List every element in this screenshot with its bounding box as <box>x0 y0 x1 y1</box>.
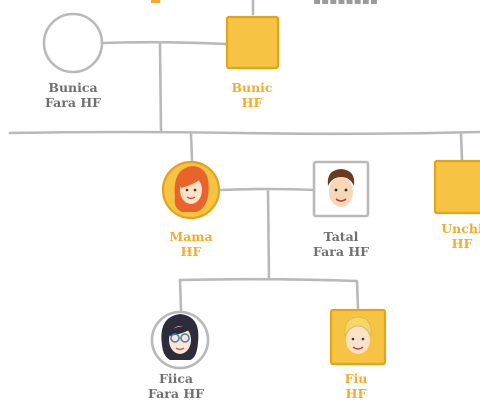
bunic-name: Bunic <box>231 80 273 95</box>
unchi-drop-line <box>459 131 464 162</box>
mama-status: HF <box>180 244 202 259</box>
mama-drop-line <box>189 131 194 162</box>
fiica-status: Fara HF <box>147 386 205 401</box>
bunica-label: Bunica Fara HF <box>45 80 101 110</box>
girl-glasses-icon <box>161 314 199 360</box>
unchi-label: Unchi HF <box>441 221 480 251</box>
cropped-top-text-right: ▪▪▪▪▪▪▪▪ ▪▪▪ <box>313 0 379 8</box>
connector-lines <box>8 0 480 312</box>
fiica-symbol <box>150 310 210 370</box>
mama-symbol <box>161 160 221 220</box>
unchi-status: HF <box>451 236 473 251</box>
tatal-symbol <box>312 160 370 218</box>
fiu-name: Fiu <box>344 371 368 386</box>
generation-bar-line <box>8 130 480 136</box>
man-brown-hair-icon <box>327 169 355 207</box>
fiu-status: HF <box>345 386 367 401</box>
mama-label: Mama HF <box>169 229 212 259</box>
tatal-status: Fara HF <box>312 244 370 259</box>
unchi-name: Unchi <box>441 221 480 236</box>
grandparents-couple-line <box>102 40 228 46</box>
tatal-label: Tatal Fara HF <box>313 229 369 259</box>
children-bar-line <box>178 277 359 283</box>
bunic-label: Bunic HF <box>231 80 272 110</box>
unchi-symbol <box>433 159 480 215</box>
bunica-name: Bunica <box>48 80 98 95</box>
fiica-label: Fiica Fara HF <box>148 371 204 401</box>
fiu-drop-line <box>355 279 360 310</box>
boy-blonde-icon <box>344 316 372 354</box>
woman-red-hair-icon <box>174 166 209 212</box>
fiica-name: Fiica <box>158 371 194 386</box>
fiu-label: Fiu HF <box>345 371 368 401</box>
bunica-status: Fara HF <box>44 95 102 110</box>
mama-name: Mama <box>169 229 213 244</box>
fiu-symbol <box>329 308 387 366</box>
tatal-name: Tatal <box>323 229 359 244</box>
cropped-top-text-left: ▬ ▬ <box>150 0 162 8</box>
bunic-status: HF <box>241 95 263 110</box>
bunic-symbol <box>225 15 280 70</box>
bunica-symbol <box>42 12 104 74</box>
parents-descent-line <box>266 188 271 281</box>
grandparents-descent-line <box>158 42 163 134</box>
fiica-drop-line <box>178 278 183 312</box>
